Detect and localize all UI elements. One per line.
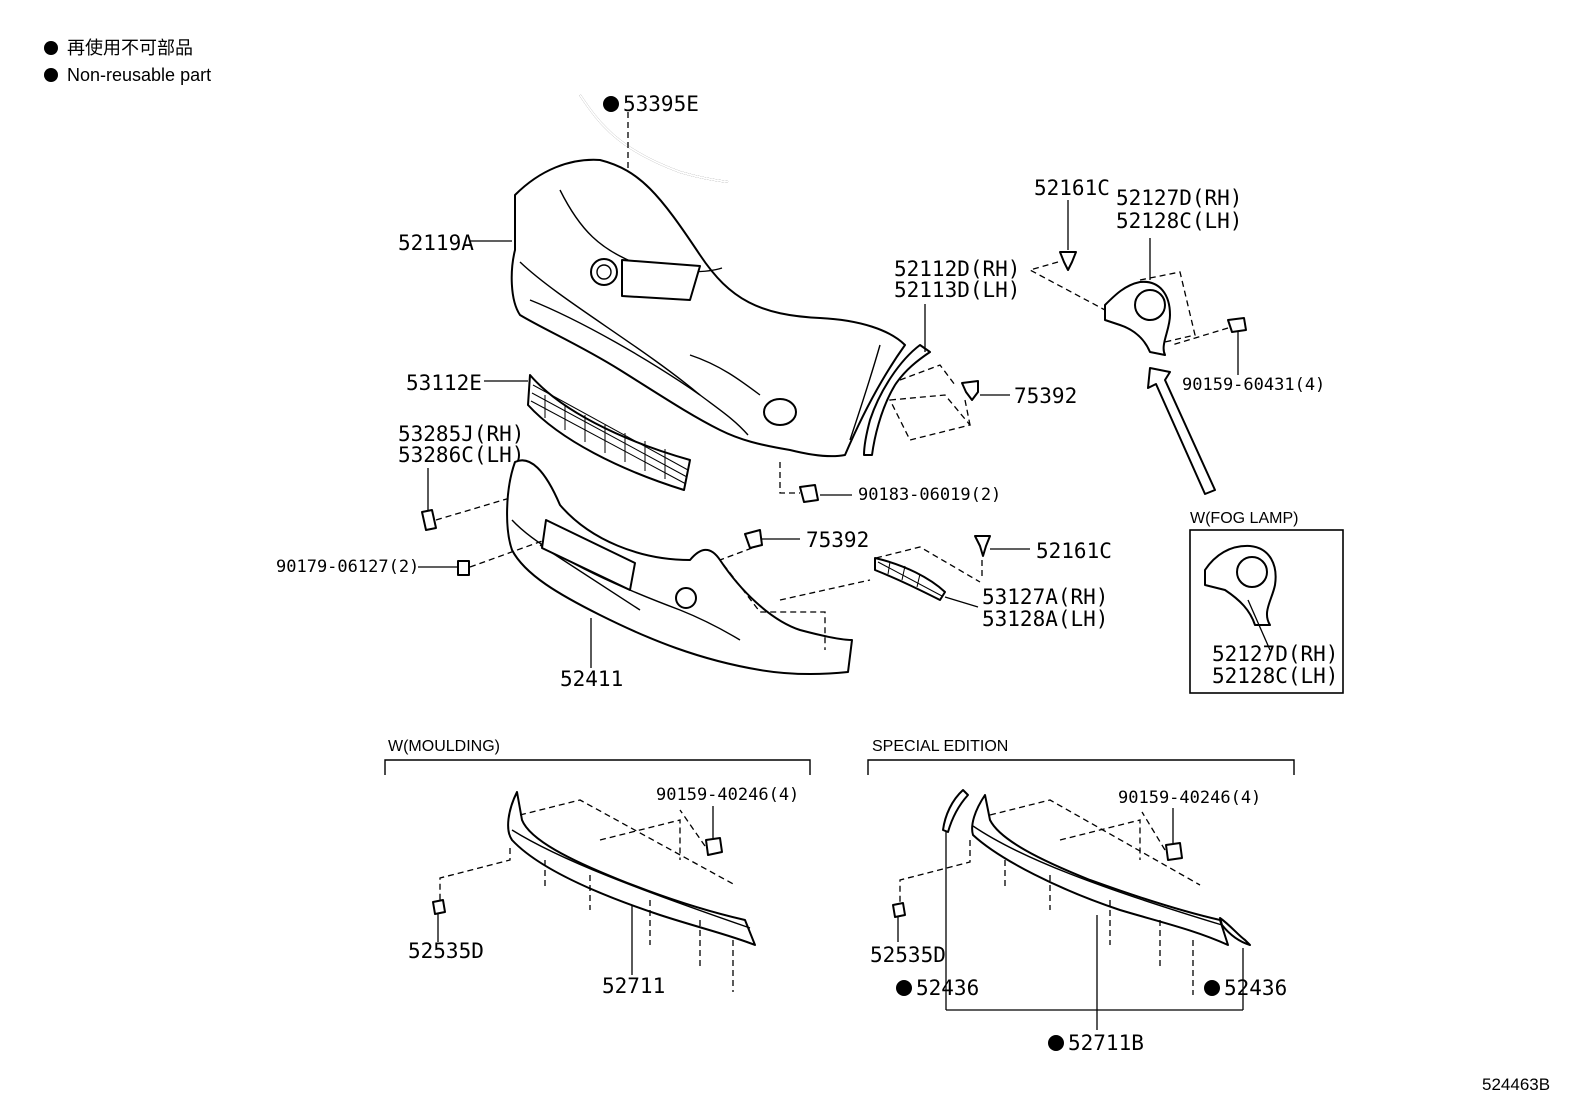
- label-52127D-box: 52127D(RH): [1212, 642, 1338, 666]
- label-90183-06019: 90183-06019(2): [858, 485, 1001, 505]
- label-53285J: 53285J(RH): [398, 422, 524, 446]
- label-52161C-top: 52161C: [1034, 176, 1110, 200]
- part-53112E: 53112E: [406, 371, 691, 491]
- part-52161C-mid: 52161C: [974, 535, 1112, 580]
- label-90159-60431: 90159-60431(4): [1182, 375, 1325, 395]
- label-52119A: 52119A: [398, 231, 474, 255]
- label-75392-mid: 75392: [806, 528, 869, 552]
- part-75392-mid: 75392: [718, 528, 869, 650]
- section-title-fog-lamp: W(FOG LAMP): [1190, 510, 1298, 527]
- section-title-special-edition: SPECIAL EDITION: [872, 738, 1008, 755]
- label-52436-left: 52436: [916, 976, 979, 1000]
- label-52711B: 52711B: [1068, 1031, 1144, 1055]
- label-52535D-b: 52535D: [870, 943, 946, 967]
- part-52127D-top: 52127D(RH) 52128C(LH): [1104, 186, 1242, 356]
- section-special-edition: SPECIAL EDITION 90159-40246(4) 52535D 52…: [867, 738, 1295, 1055]
- part-53395E: 53395E: [579, 92, 729, 240]
- label-52535D-a: 52535D: [408, 939, 484, 963]
- part-53285J: 53285J(RH) 53286C(LH): [398, 422, 524, 531]
- part-90179-06127: 90179-06127(2): [276, 539, 546, 577]
- label-52128C-box: 52128C(LH): [1212, 664, 1338, 688]
- label-90159-40246-b: 90159-40246(4): [1118, 788, 1261, 808]
- label-90159-40246-a: 90159-40246(4): [656, 785, 799, 805]
- non-reusable-bullet-icon: [603, 96, 619, 112]
- non-reusable-bullet-icon: [44, 68, 58, 82]
- label-53127A: 53127A(RH): [982, 585, 1108, 609]
- label-53395E: 53395E: [623, 92, 699, 116]
- part-52411: 52411: [506, 459, 853, 691]
- label-52127D-top: 52127D(RH): [1116, 186, 1242, 210]
- part-90159-60431: 90159-60431(4): [1171, 317, 1325, 395]
- label-53112E: 53112E: [406, 371, 482, 395]
- part-52161C-top: 52161C: [1028, 176, 1110, 311]
- grille-lines: [530, 384, 689, 485]
- non-reusable-bullet-icon: [1048, 1035, 1064, 1051]
- section-fog-lamp: W(FOG LAMP) 52127D(RH) 52128C(LH): [1189, 510, 1344, 694]
- section-title-moulding: W(MOULDING): [388, 738, 500, 755]
- non-reusable-bullet-icon: [896, 980, 912, 996]
- section-moulding: W(MOULDING) 90159-40246(4) 52535D 52711: [384, 738, 811, 998]
- label-52112D: 52112D(RH): [894, 257, 1020, 281]
- part-52112D: 52112D(RH) 52113D(LH): [863, 257, 1020, 456]
- non-reusable-bullet-icon: [1204, 980, 1220, 996]
- part-52119A: 52119A: [398, 158, 906, 458]
- part-75392-top: 75392: [961, 380, 1077, 426]
- label-52113D: 52113D(LH): [894, 278, 1020, 302]
- view-arrow: [1147, 367, 1216, 495]
- label-53128A: 53128A(LH): [982, 607, 1108, 631]
- label-90179-06127: 90179-06127(2): [276, 557, 419, 577]
- label-52411: 52411: [560, 667, 623, 691]
- diagram-id: 524463B: [1482, 1075, 1550, 1094]
- legend: 再使用不可部品 Non-reusable part: [44, 38, 211, 85]
- label-52711: 52711: [602, 974, 665, 998]
- label-52161C-mid: 52161C: [1036, 539, 1112, 563]
- label-75392-top: 75392: [1014, 384, 1077, 408]
- part-53127A: 53127A(RH) 53128A(LH): [779, 546, 1108, 631]
- label-52436-right: 52436: [1224, 976, 1287, 1000]
- label-52128C-top: 52128C(LH): [1116, 209, 1242, 233]
- legend-english: Non-reusable part: [67, 65, 211, 85]
- part-90183-06019: 90183-06019(2): [779, 462, 1001, 505]
- non-reusable-bullet-icon: [44, 41, 58, 55]
- label-53286C: 53286C(LH): [398, 443, 524, 467]
- legend-japanese: 再使用不可部品: [67, 38, 193, 58]
